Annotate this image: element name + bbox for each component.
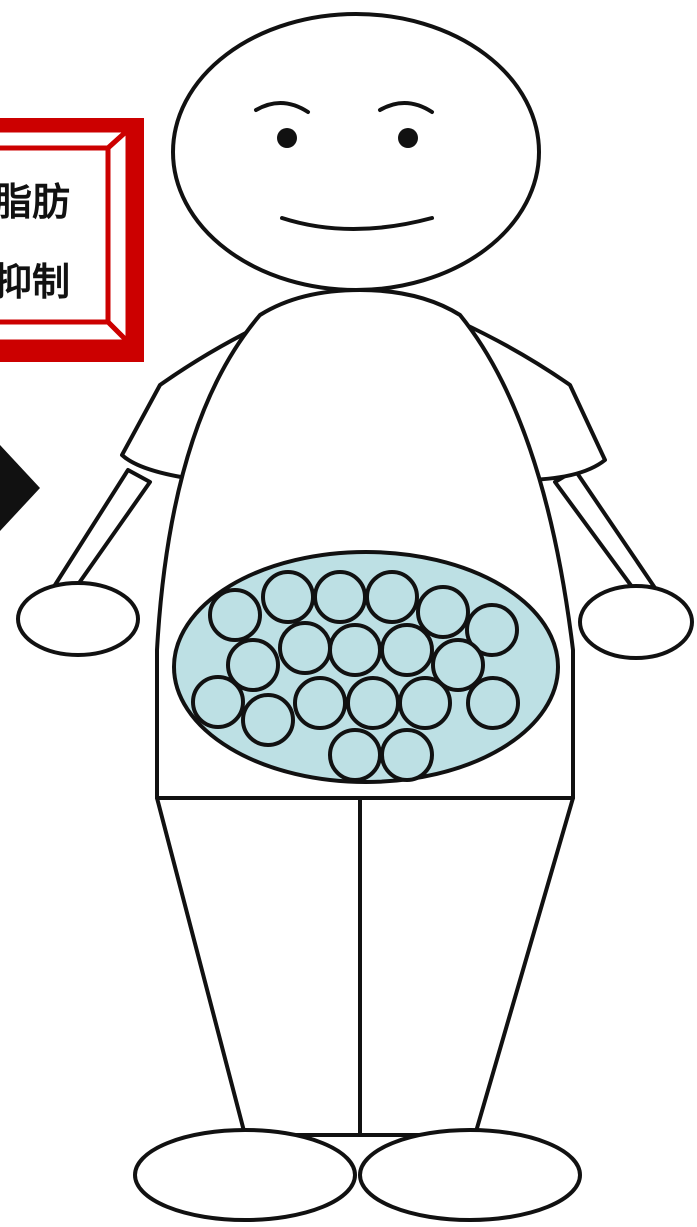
fat-cell-icon [208,588,262,642]
fat-cell-icon [466,676,520,730]
belly-fat [172,550,560,784]
fat-cell-icon [328,623,382,677]
face [171,12,541,292]
right-sleeve [458,320,607,482]
right-foot [358,1128,582,1222]
legs [133,796,582,1222]
badge-line-2: 抑制 [0,260,70,304]
fat-cell-icon [398,676,452,730]
left-eye [277,128,297,148]
right-eyebrow [378,101,434,114]
fat-cell-icon [226,638,280,692]
right-forearm [553,468,657,597]
fat-cell-icon [346,676,400,730]
fat-cell-icon [293,676,347,730]
left-hand [16,581,140,657]
badge-inner-panel [0,145,111,325]
badge-bevel-right [105,124,131,349]
fat-cell-icon [241,693,295,747]
badge-bevel-bottom [0,319,135,345]
fat-cell-icon [261,570,315,624]
fat-cell-icon [380,623,434,677]
fat-cell-icon [328,728,382,782]
left-leg [155,796,362,1137]
fat-cells [191,570,520,782]
left-forearm [53,468,152,595]
fat-suppression-badge: 脂肪 抑制 [0,118,144,362]
arrow-right-icon [0,445,40,531]
person-figure-icon [16,12,694,1222]
right-eye [398,128,418,148]
fat-cell-icon [416,585,470,639]
head [171,12,541,292]
fat-cell-icon [191,675,245,729]
fat-cell-icon [278,621,332,675]
right-leg [358,796,575,1137]
right-arm [458,320,694,660]
fat-cell-icon [365,570,419,624]
left-eyebrow [254,101,310,114]
fat-cell-icon [465,603,519,657]
fat-cell-icon [313,570,367,624]
right-hand [578,584,694,660]
mouth [280,216,434,231]
fat-cell-icon [431,638,485,692]
badge-line-1: 脂肪 [0,180,70,224]
left-foot [133,1128,357,1222]
fat-cell-icon [380,728,434,782]
